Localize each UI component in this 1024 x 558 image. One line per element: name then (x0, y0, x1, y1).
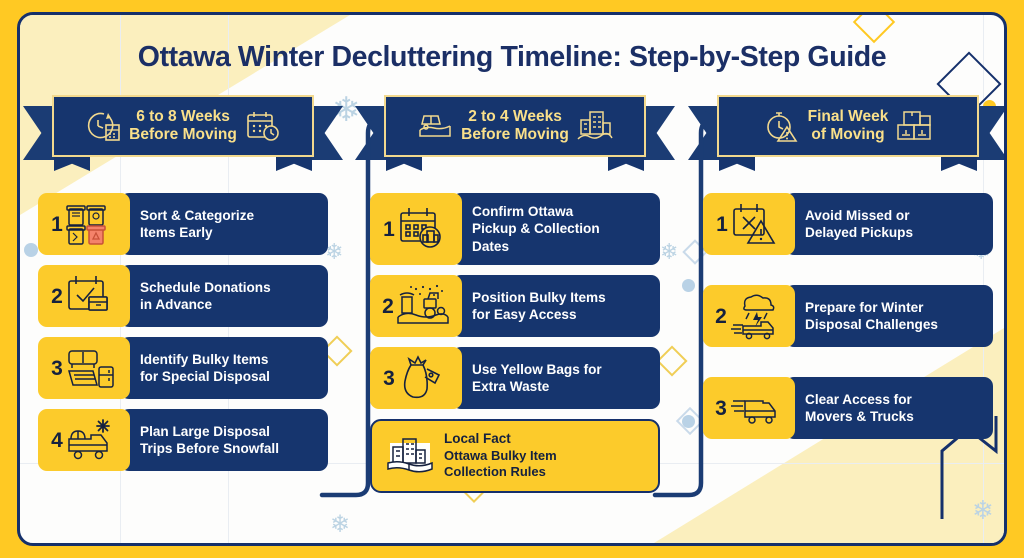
local-fact-box[interactable]: Local Fact Ottawa Bulky Item Collection … (370, 419, 660, 493)
step-label: Plan Large Disposal Trips Before Snowfal… (140, 423, 279, 456)
snowplow-icon (419, 115, 451, 137)
stopwatch-warning-icon (766, 112, 798, 142)
step-number-badge: 3 (370, 347, 462, 410)
calendar-check-box-icon (68, 276, 108, 311)
step-card-body: Use Yellow Bags for Extra Waste (452, 347, 660, 410)
ribbon-tail-right (608, 155, 644, 171)
phase-banner-body: 6 to 8 Weeks Before Moving (52, 95, 314, 157)
step-number-badge: 4 (38, 409, 130, 471)
step-card-body: Position Bulky Items for Easy Access (452, 275, 660, 338)
step-label: Prepare for Winter Disposal Challenges (805, 299, 938, 332)
step-card[interactable]: 2 (38, 265, 328, 327)
step-card-body: Identify Bulky Items for Special Disposa… (120, 337, 328, 399)
decor-dot (682, 415, 695, 428)
ribbon-tail-right (276, 155, 312, 171)
step-label: Confirm Ottawa Pickup & Collection Dates (472, 204, 600, 254)
snowflake-icon: ❄ (972, 495, 994, 525)
step-number: 2 (382, 294, 394, 318)
diamond-outline-yellow (852, 15, 896, 44)
sofa-fridge-mattress-icon (67, 350, 114, 388)
step-label: Avoid Missed or Delayed Pickups (805, 207, 914, 240)
step-number-badge: 1 (38, 193, 130, 255)
step-card[interactable]: 3 (38, 337, 328, 399)
step-number-badge: 2 (370, 275, 462, 338)
calendar-clock-icon (247, 112, 279, 141)
city-buildings-snow-icon (577, 111, 613, 140)
calendar-city-icon (400, 208, 441, 248)
timeline-column-phase-1: 6 to 8 Weeks Before Moving (23, 95, 343, 481)
step-label: Sort & Categorize Items Early (140, 207, 255, 240)
step-card[interactable]: 2 (703, 285, 993, 347)
step-label: Clear Access for Movers & Trucks (805, 391, 914, 424)
decor-dot (682, 279, 695, 292)
phase-banner-label: 6 to 8 Weeks Before Moving (129, 108, 237, 143)
step-card[interactable]: 1 (38, 193, 328, 255)
local-fact-subtitle: Ottawa Bulky Item Collection Rules (444, 448, 557, 480)
step-card-body: Schedule Donations in Advance (120, 265, 328, 327)
step-label: Schedule Donations in Advance (140, 279, 271, 312)
step-number: 3 (51, 356, 63, 380)
calendar-x-warning-icon (733, 204, 776, 244)
phase-banner-label: Final Week of Moving (807, 108, 889, 143)
step-label: Position Bulky Items for Easy Access (472, 289, 606, 323)
step-card-body: Plan Large Disposal Trips Before Snowfal… (120, 409, 328, 471)
phase-banner-label: 2 to 4 Weeks Before Moving (461, 108, 569, 143)
ribbon-tail-left (719, 155, 755, 171)
snowflake-icon: ❄ (330, 511, 351, 538)
step-number: 3 (715, 396, 727, 420)
step-card[interactable]: 2 (370, 275, 660, 338)
phase-banner: 6 to 8 Weeks Before Moving (23, 95, 343, 171)
step-card[interactable]: 3 (703, 377, 993, 439)
step-label: Identify Bulky Items for Special Disposa… (140, 351, 270, 384)
local-fact-title: Local Fact (444, 431, 511, 447)
step-card-body: Clear Access for Movers & Trucks (785, 377, 993, 439)
recycling-bins-icon (66, 205, 106, 245)
step-number: 1 (383, 217, 395, 241)
moving-truck-icon (730, 400, 776, 424)
step-number: 1 (716, 212, 728, 236)
step-number: 4 (51, 428, 63, 452)
ribbon-tail-right (941, 155, 977, 171)
grid-line-vertical (983, 15, 984, 543)
step-card[interactable]: 1 (703, 193, 993, 255)
step-number-badge: 3 (703, 377, 795, 439)
step-card[interactable]: 1 (370, 193, 660, 266)
phase-banner: 2 to 4 Weeks Before Moving (355, 95, 675, 171)
step-number-badge: 3 (38, 337, 130, 399)
ribbon-tail-left (386, 155, 422, 171)
phase-banner-body: Final Week of Moving (717, 95, 979, 157)
step-card-body: Prepare for Winter Disposal Challenges (785, 285, 993, 347)
clock-calendar-icon (88, 112, 120, 141)
truck-snowflake-icon (68, 419, 110, 460)
city-book-icon (387, 438, 433, 473)
decor-dot (24, 243, 38, 257)
phase-banner: Final Week of Moving (688, 95, 1004, 171)
infographic-frame: ❄ ❄ ❄ ❄ ❄ ❄ ❄ ❄ Ottawa Winter Declutteri… (17, 12, 1007, 546)
step-card-body: Sort & Categorize Items Early (120, 193, 328, 255)
timeline-column-phase-3: Final Week of Moving (688, 95, 1004, 449)
step-number-badge: 1 (370, 193, 462, 266)
step-number-badge: 1 (703, 193, 795, 255)
step-number: 2 (51, 284, 63, 308)
step-number: 3 (383, 366, 395, 390)
step-card[interactable]: 4 (38, 409, 328, 471)
step-number-badge: 2 (38, 265, 130, 327)
stacked-boxes-icon (897, 111, 932, 140)
snowplow-tractor-icon (397, 285, 449, 324)
page-title: Ottawa Winter Decluttering Timeline: Ste… (137, 41, 887, 73)
step-number: 1 (51, 212, 63, 236)
step-card[interactable]: 3 Use Yellow Bags for Extra Waste (370, 347, 660, 410)
garbage-bag-tag-icon (403, 355, 440, 399)
step-number-badge: 2 (703, 285, 795, 347)
step-card-body: Avoid Missed or Delayed Pickups (785, 193, 993, 255)
ribbon-tail-left (54, 155, 90, 171)
phase-banner-body: 2 to 4 Weeks Before Moving (384, 95, 646, 157)
snowflake-icon: ❄ (660, 239, 679, 264)
step-number: 2 (715, 304, 727, 328)
step-card-body: Confirm Ottawa Pickup & Collection Dates (452, 193, 660, 266)
step-label: Use Yellow Bags for Extra Waste (472, 361, 602, 395)
timeline-column-phase-2: 2 to 4 Weeks Before Moving (355, 95, 675, 493)
storm-cloud-truck-icon (730, 294, 775, 340)
